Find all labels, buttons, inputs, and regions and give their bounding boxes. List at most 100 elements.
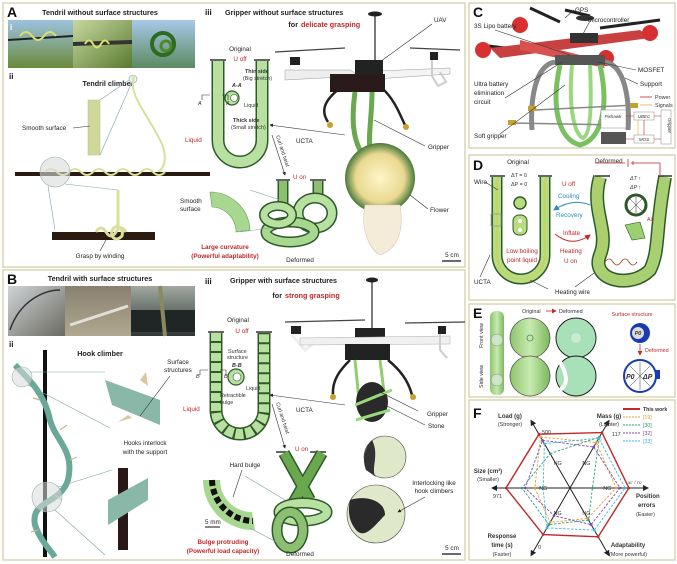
- annotation: Surface: [167, 359, 189, 366]
- heating-wire-label: Heating wire: [555, 289, 590, 296]
- state-label: Deformed: [595, 158, 623, 165]
- annotation: Surface: [228, 349, 247, 355]
- state-label: Deformed: [286, 257, 314, 264]
- gripper-box: Gripper: [667, 118, 672, 134]
- ng-label: NG: [554, 511, 562, 517]
- liquid-label: Low boiling: [506, 248, 538, 255]
- subpanel-title: Hook climber: [77, 349, 123, 358]
- recovery-label: Recovery: [556, 212, 583, 219]
- ubec-label: Ultra battery: [474, 81, 509, 88]
- axis-label-position: Position: [636, 494, 660, 500]
- magnifier-circle: [39, 156, 71, 188]
- data-point: [541, 486, 545, 490]
- u-on-label: U on: [295, 446, 309, 453]
- annotation: (Big stretch): [243, 76, 272, 82]
- data-point: [627, 486, 631, 490]
- axis-tick-response: 0: [538, 545, 541, 551]
- data-point: [545, 526, 549, 530]
- deformed-knot: [271, 450, 333, 554]
- ubec-box: UBEC: [638, 114, 651, 119]
- deformed-label: Deformed: [559, 309, 583, 315]
- legend: This work[19][30][32][33]: [623, 407, 667, 445]
- hook-interlock-inset: [108, 478, 148, 525]
- subpanel-title: Gripper without surface structures: [225, 8, 343, 17]
- axis-label-adaptability: Adaptability: [611, 543, 646, 549]
- gps-label: GPS: [575, 7, 588, 14]
- delta-p-up: ΔP ↑: [629, 185, 641, 191]
- radar-chart: [491, 419, 649, 557]
- annotation: Retractible: [220, 393, 246, 399]
- state-label: Original: [227, 317, 249, 324]
- hook-climber-photo: [65, 286, 131, 336]
- ng-label: NG: [582, 511, 590, 517]
- section-label: B-B: [232, 363, 242, 369]
- gripper-label: Gripper: [427, 411, 448, 418]
- air-label: Air: [647, 217, 654, 223]
- annotation: surface: [180, 206, 201, 213]
- panel-label: B: [7, 271, 17, 287]
- data-point: [592, 445, 595, 449]
- result-label: Bulge protruding: [197, 539, 248, 546]
- ng-label: NG: [554, 461, 562, 467]
- axis-label-load: Load (g): [498, 414, 522, 420]
- annotation: Hooks interlock: [123, 440, 167, 447]
- gripper-label: Gripper: [428, 144, 449, 151]
- front-view-label: Front view: [479, 323, 485, 348]
- subpanel-ii-label: ii: [9, 72, 13, 81]
- p0-label: P0: [635, 331, 642, 337]
- data-point: [533, 486, 537, 490]
- uav-photo: [284, 277, 466, 422]
- u-off-label: U off: [562, 181, 575, 188]
- data-point: [539, 435, 542, 439]
- support-label: Support: [640, 81, 662, 88]
- axis-label-response-2: time (s): [491, 543, 512, 549]
- annotation: structure: [227, 355, 248, 361]
- state-label: Deformed: [286, 551, 314, 558]
- annotation: Smooth: [180, 198, 202, 205]
- liquid-label: Liquid: [185, 137, 202, 144]
- u-on-label: U on: [564, 258, 578, 265]
- inflate-label: Inflate: [563, 230, 581, 237]
- annotation: Interlocking like: [412, 480, 456, 487]
- pixhawk-box: Pixhawk: [605, 114, 623, 119]
- annotation: Liquid: [246, 386, 260, 392]
- tendril-photo: [8, 20, 73, 68]
- flower-label: Flower: [430, 207, 449, 214]
- delta-t-up: ΔT ↑: [629, 176, 641, 182]
- legend-entry: [32]: [643, 431, 652, 437]
- data-point: [591, 486, 594, 490]
- hook-climber-photo: [8, 286, 65, 336]
- radar-axis: [569, 487, 610, 557]
- data-point: [520, 486, 524, 490]
- data-point: [596, 535, 600, 539]
- subpanel-i-label: i: [10, 23, 12, 32]
- annotation: Liquid: [244, 103, 258, 109]
- annotation: Thick side: [233, 118, 259, 124]
- surface-structure-inset: [105, 380, 160, 425]
- data-point: [548, 452, 552, 455]
- smooth-surface-section: [209, 191, 251, 233]
- panel-a: A Tendril without surface structures i i…: [2, 2, 466, 268]
- axis-tick-mass: 117: [612, 432, 621, 438]
- u-on-label: U on: [293, 174, 307, 181]
- battery-label: 3S Lipo battery: [474, 23, 517, 30]
- side-view-label: Side view: [479, 365, 485, 388]
- annotation: bulge: [220, 400, 233, 406]
- section-marker: A: [225, 101, 230, 107]
- data-point: [623, 486, 627, 490]
- wire-label: Wire: [474, 179, 487, 186]
- annotation: with the support: [122, 449, 168, 456]
- subpanel-title: Tendril with surface structures: [48, 274, 153, 283]
- subpanel-ii-label: ii: [9, 340, 13, 349]
- ng-label: NG: [539, 486, 547, 492]
- tendril-photo: [132, 20, 195, 68]
- result-label: (Powerful load capacity): [187, 548, 259, 555]
- data-point: [589, 523, 593, 526]
- axis-label-mass: Mass (g): [597, 414, 621, 420]
- scale-label: 5 mm: [205, 519, 221, 526]
- legend-entry: [33]: [643, 439, 652, 445]
- wiring-diagram: Pixhawk UBEC MOS Gripper: [600, 109, 672, 145]
- data-point: [548, 521, 552, 524]
- data-point: [618, 486, 622, 490]
